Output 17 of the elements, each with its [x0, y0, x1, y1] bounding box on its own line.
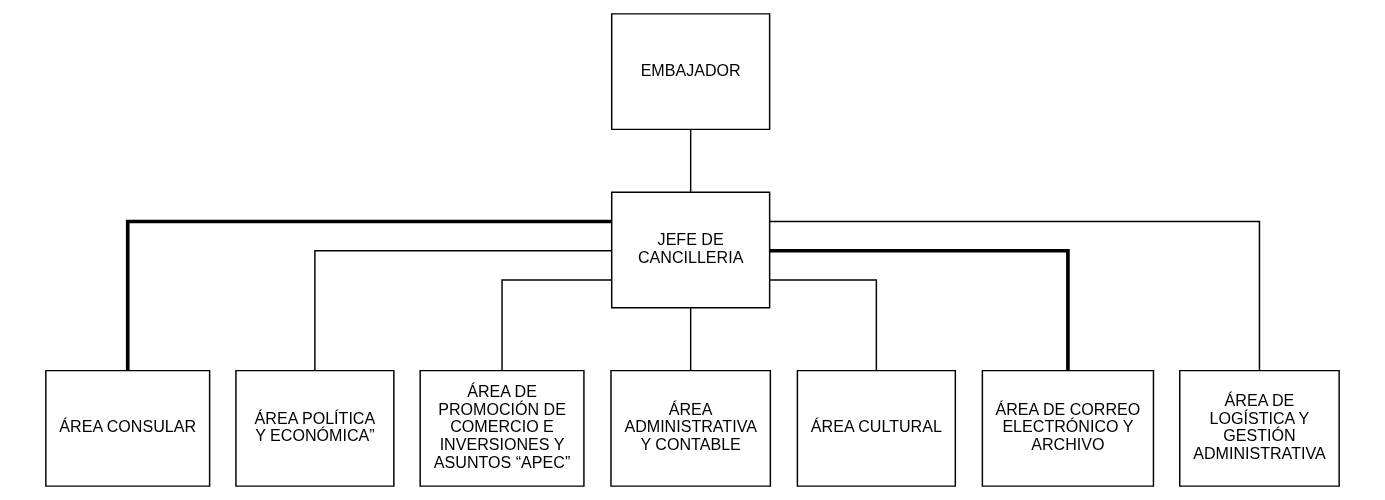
connector: [689, 307, 692, 371]
node-box: ÁREA CONSULAR: [45, 369, 211, 487]
connector: [501, 279, 612, 372]
connector: [769, 220, 1261, 371]
node-box: JEFE DE CANCILLERIA: [611, 191, 771, 309]
node-box: ÁREA DE PROMOCIÓN DE COMERCIO E INVERSIONES Y ASUNTOS “APEC”: [419, 369, 585, 487]
connector: [769, 248, 1070, 371]
node-box: EMBAJADOR: [611, 13, 771, 131]
connector: [689, 128, 692, 193]
connector: [125, 219, 612, 371]
node-box: ÁREA DE CORREO ELECTRÓNICO Y ARCHIVO: [981, 369, 1155, 487]
node-box: ÁREA DE LOGÍSTICA Y GESTIÓN ADMINISTRATIVA: [1179, 369, 1340, 487]
node-box: ÁREA POLÍTICA Y ECONÓMICA”: [235, 369, 395, 487]
node-box: ÁREA ADMINISTRATIVA Y CONTABLE: [610, 369, 772, 487]
connector: [314, 250, 613, 371]
node-box: ÁREA CULTURAL: [796, 369, 957, 487]
connector: [769, 279, 878, 372]
